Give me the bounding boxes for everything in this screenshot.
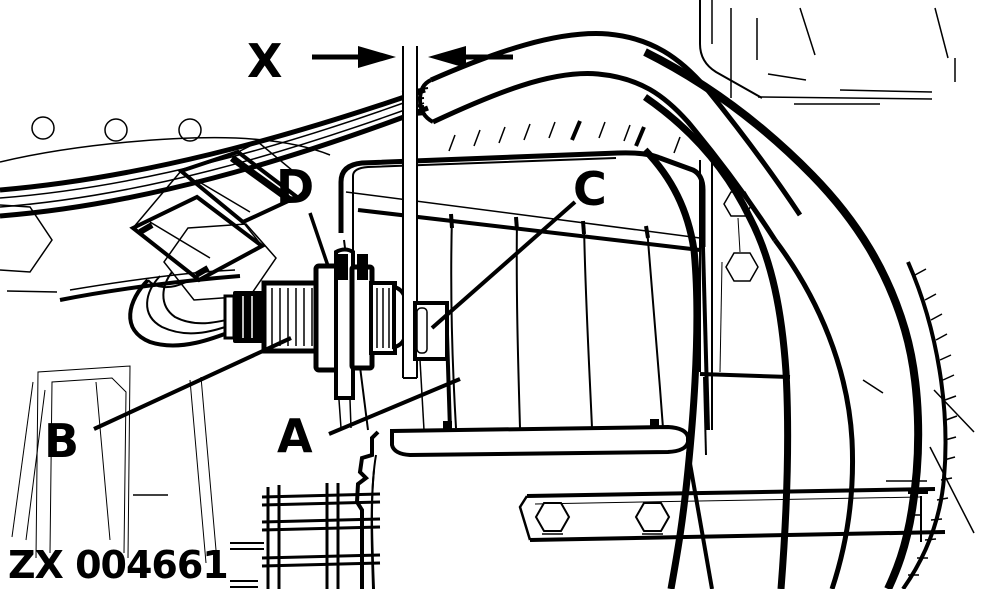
leader-line-b [93, 336, 292, 431]
wiring-connector [129, 141, 312, 283]
hose [429, 31, 803, 217]
figure-code: ZX 004661 [8, 543, 228, 587]
sensor-boot [233, 291, 265, 343]
timing-chain [230, 469, 381, 589]
rotor-tab [413, 301, 449, 361]
cable [643, 48, 923, 589]
gap-arrow-right-head-icon [428, 46, 466, 68]
bolt-hole [31, 116, 55, 140]
callout-d-label: D [276, 160, 314, 214]
housing-left-edge [354, 430, 380, 589]
leader-line-a [328, 377, 461, 436]
background-panel-lines [0, 0, 975, 534]
mounting-bracket-and-housing [230, 150, 946, 589]
leader-line-d [308, 212, 330, 267]
callout-b-label: B [44, 414, 79, 468]
cable [643, 94, 792, 589]
hex-boss [0, 204, 53, 273]
bolt-hole [104, 118, 128, 142]
annotations: X D C B A ZX 004661 [8, 34, 607, 587]
hex-bolt [534, 502, 571, 532]
mounting-bar [526, 487, 936, 498]
hex-boss [163, 223, 277, 301]
callout-c-label: C [573, 162, 607, 216]
leader-line-c [430, 200, 577, 330]
hoses-and-cables [401, 31, 958, 589]
sensor-wiring [128, 271, 236, 348]
mounting-arm [334, 247, 355, 400]
hex-bolt [634, 502, 671, 532]
hex-bolt [725, 252, 759, 282]
housing-lip [390, 424, 690, 458]
cable [642, 147, 701, 589]
boot-cap [223, 294, 236, 340]
callout-a-label: A [277, 409, 313, 463]
sensor-assembly [128, 141, 411, 429]
callout-x-label: X [247, 34, 282, 88]
corrugated-hose [901, 261, 948, 589]
bolt-hole [178, 118, 202, 142]
gap-arrow-left-head-icon [358, 46, 396, 68]
